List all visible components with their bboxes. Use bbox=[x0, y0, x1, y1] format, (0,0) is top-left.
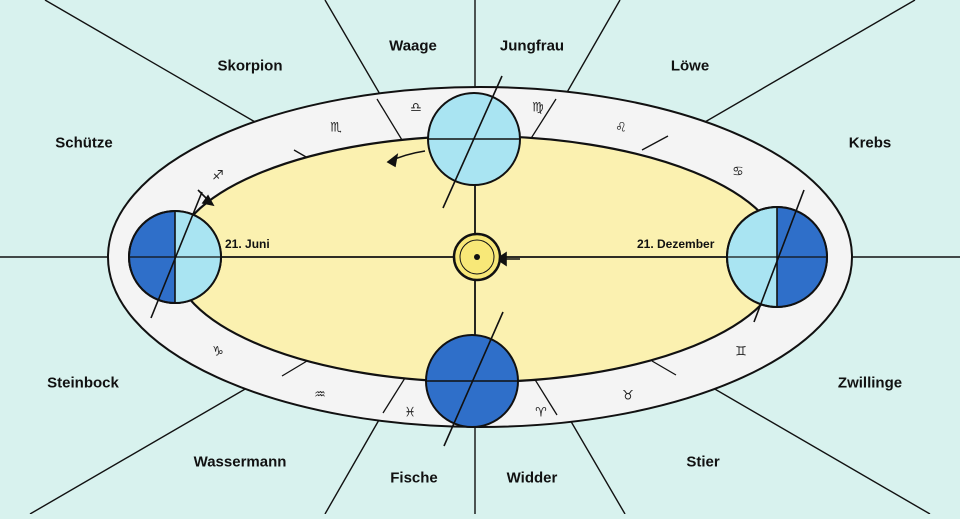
earth-top bbox=[427, 75, 521, 209]
sign-label-steinbock: Steinbock bbox=[47, 374, 119, 392]
arrow-icon bbox=[495, 251, 507, 267]
sign-label-wassermann: Wassermann bbox=[193, 453, 287, 471]
sign-label-zwillinge: Zwillinge bbox=[837, 374, 903, 392]
ring-divider bbox=[376, 98, 403, 141]
earth-december bbox=[726, 189, 828, 323]
sign-label-schuetze: Schütze bbox=[55, 134, 113, 152]
sun-center bbox=[474, 254, 480, 260]
date-label-december: 21. Dezember bbox=[637, 237, 715, 251]
date-label-june: 21. Juni bbox=[225, 237, 270, 251]
sign-label-fische: Fische bbox=[390, 469, 438, 487]
sign-label-jungfrau: Jungfrau bbox=[499, 37, 565, 55]
glyph-krebs: ♋ bbox=[732, 164, 744, 180]
earth-june bbox=[128, 191, 222, 319]
sign-label-stier: Stier bbox=[686, 453, 720, 471]
glyph-steinbock: ♑ bbox=[212, 344, 224, 360]
ring-divider bbox=[281, 360, 308, 377]
arrow-icon bbox=[386, 153, 399, 168]
glyph-jungfrau: ♍ bbox=[532, 100, 544, 116]
ring-divider bbox=[382, 377, 406, 414]
ring-divider bbox=[641, 135, 669, 151]
ring-divider bbox=[529, 98, 557, 141]
earth-bottom bbox=[425, 311, 519, 447]
glyph-wassermann: ♒ bbox=[314, 387, 326, 403]
glyph-waage: ♎ bbox=[410, 100, 422, 116]
glyph-loewe: ♌ bbox=[615, 120, 627, 136]
arrow-icon bbox=[201, 194, 215, 207]
sign-label-waage: Waage bbox=[389, 37, 437, 55]
glyph-fische: ♓ bbox=[404, 405, 416, 421]
glyph-widder: ♈ bbox=[535, 405, 547, 421]
sun bbox=[452, 232, 502, 282]
sign-label-skorpion: Skorpion bbox=[217, 57, 283, 75]
sign-label-widder: Widder bbox=[506, 469, 558, 487]
ring-divider bbox=[651, 360, 677, 376]
glyph-zwillinge: ♊ bbox=[735, 344, 747, 360]
sign-label-krebs: Krebs bbox=[848, 134, 892, 152]
glyph-schuetze: ♐ bbox=[212, 168, 224, 184]
glyph-skorpion: ♏ bbox=[330, 120, 342, 136]
sign-label-loewe: Löwe bbox=[670, 57, 710, 75]
orbit-arrows bbox=[197, 150, 520, 267]
sun-core bbox=[459, 239, 495, 275]
glyph-stier: ♉ bbox=[622, 388, 634, 404]
ring-divider bbox=[533, 377, 558, 416]
